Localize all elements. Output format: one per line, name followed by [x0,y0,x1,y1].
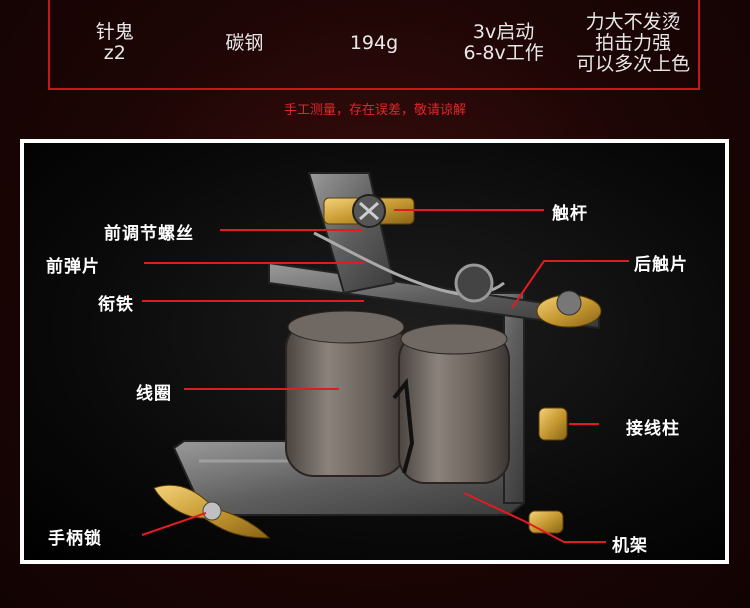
label-rear-contact: 后触片 [634,255,688,275]
spec-material: 碳钢 [225,31,264,54]
leader-lines [141,209,629,543]
tattoo-machine-illustration [141,172,629,543]
spec-features: 力大不发烫 拍击力强 可以多次上色 [576,10,691,75]
label-contact-rod: 触杆 [552,204,588,224]
label-front-spring: 前弹片 [46,257,100,277]
spec-model: 针鬼 z2 [95,21,134,64]
label-grip-lock: 手柄锁 [48,529,102,549]
label-armature: 衔铁 [98,295,134,315]
binding-post [538,407,568,441]
measurement-notice: 手工测量，存在误差，敬请谅解 [283,103,466,118]
coil-left [285,320,407,477]
spec-voltage: 3v启动 6-8v工作 [463,21,544,64]
label-binding-post: 接线柱 [626,419,680,439]
spec-weight: 194g [349,31,399,54]
product-photo: 前调节螺丝 前弹片 衔铁 线圈 手柄锁 触杆 后触片 接线柱 机架 [20,139,729,564]
label-front-screw: 前调节螺丝 [104,224,194,244]
spec-table: 针鬼 z2 碳钢 194g 3v启动 6-8v工作 力大不发烫 拍击力强 可以多… [48,0,700,90]
coil-right [398,332,510,484]
label-coil: 线圈 [136,384,172,404]
label-frame: 机架 [612,536,648,556]
